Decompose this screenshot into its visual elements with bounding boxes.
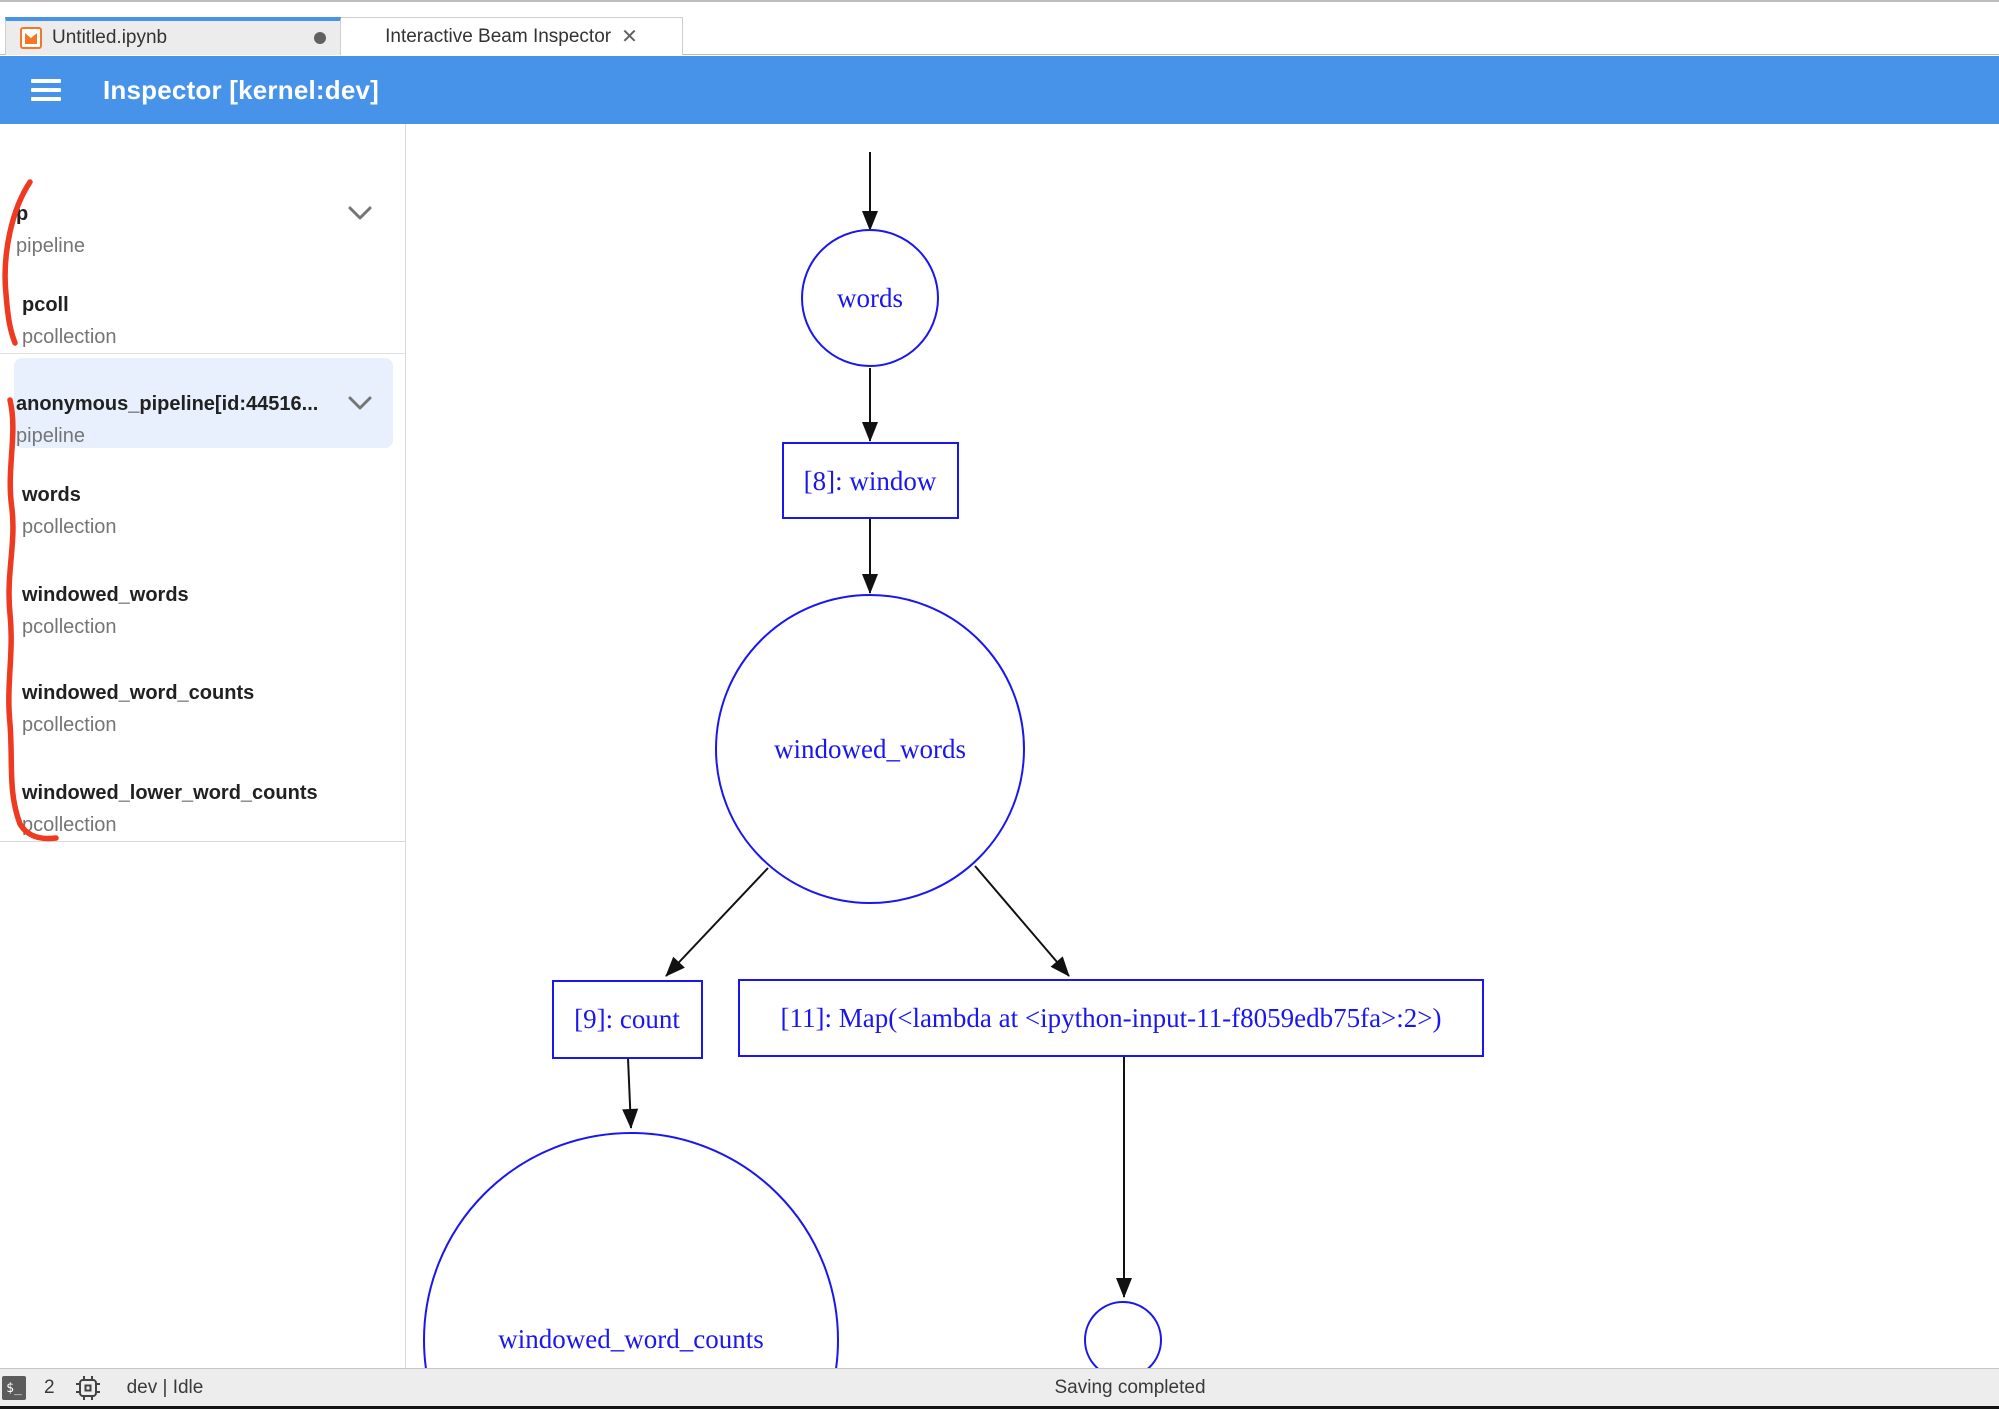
sidebar-border [405, 124, 406, 1368]
item-type: pipeline [16, 235, 85, 257]
graph-label: [11]: Map(<lambda at <ipython-input-11-f… [781, 1003, 1442, 1033]
pipeline-graph-canvas: words [8]: window windowed_words [9]: co… [407, 124, 1999, 1409]
tab-beam-inspector[interactable]: Interactive Beam Inspector ✕ [341, 17, 683, 55]
item-name: windowed_word_counts [22, 682, 255, 704]
status-bar: $_ 2 dev | Idle Saving completed [0, 1368, 1999, 1406]
sidebar-item-windowed-lower-word-counts[interactable]: windowed_lower_word_counts pcollection [0, 777, 427, 841]
pipeline-sidebar: p pipeline pcoll pcollection anonymous_p… [0, 124, 406, 1368]
window-top-divider [0, 0, 1999, 2]
graph-label: windowed_words [774, 734, 966, 764]
graph-node-window [782, 442, 959, 519]
unsaved-changes-dot [314, 32, 326, 44]
kernel-status[interactable]: dev | Idle [126, 1376, 204, 1398]
item-type: pipeline [16, 425, 85, 447]
chevron-down-icon[interactable] [347, 395, 373, 411]
item-type: pcollection [22, 516, 117, 538]
sidebar-item-words[interactable]: words pcollection [0, 479, 427, 543]
graph-node-words [801, 229, 939, 367]
graph-label: [9]: count [574, 1004, 680, 1034]
item-name: windowed_lower_word_counts [22, 782, 318, 804]
edge-windowed-words-to-map [974, 865, 1070, 977]
item-type: pcollection [22, 616, 117, 638]
tab-untitled-notebook[interactable]: Untitled.ipynb [5, 17, 341, 55]
item-name: anonymous_pipeline[id:44516... [16, 393, 319, 415]
notebook-icon [20, 27, 42, 49]
save-status-message: Saving completed [1054, 1376, 1206, 1398]
selected-item-highlight [14, 358, 393, 448]
hamburger-menu-icon[interactable] [31, 79, 61, 101]
inspector-header: Inspector [kernel:dev] [0, 56, 1999, 124]
sidebar-item-windowed-word-counts[interactable]: windowed_word_counts pcollection [0, 677, 427, 741]
graph-node-count [552, 980, 703, 1059]
graph-node-unnamed-result [1084, 1301, 1162, 1379]
graph-node-windowed-word-counts [423, 1132, 839, 1409]
pipeline-list-panel: p pipeline pcoll pcollection anonymous_p… [0, 124, 405, 842]
graph-node-map [738, 979, 1484, 1057]
page-title: Inspector [kernel:dev] [103, 74, 380, 105]
kernel-icon[interactable] [75, 1375, 101, 1401]
graph-label: [8]: window [804, 466, 937, 496]
item-name: words [22, 484, 81, 506]
edge-windowed-words-to-count [665, 867, 769, 977]
tab-bar: Untitled.ipynb Interactive Beam Inspecto… [0, 2, 1999, 55]
list-divider [0, 353, 405, 354]
chevron-down-icon[interactable] [347, 205, 373, 221]
sidebar-item-windowed-words[interactable]: windowed_words pcollection [0, 579, 427, 643]
graph-label: words [837, 283, 903, 313]
tab-label: Untitled.ipynb [52, 27, 168, 48]
sidebar-item-pcoll[interactable]: pcoll pcollection [0, 289, 427, 353]
item-type: pcollection [22, 814, 117, 836]
graph-label: windowed_word_counts [498, 1324, 763, 1354]
terminal-count[interactable]: 2 [44, 1376, 55, 1398]
edge-count-to-windowed-word-counts [622, 1057, 639, 1129]
item-type: pcollection [22, 714, 117, 736]
tab-label: Interactive Beam Inspector [385, 25, 612, 47]
item-name: pcoll [22, 294, 69, 316]
graph-edges [622, 152, 1132, 1298]
graph-node-windowed-words [715, 594, 1025, 904]
pipeline-dag: words [8]: window windowed_words [9]: co… [423, 152, 1484, 1409]
window-bottom-edge [0, 1406, 1999, 1409]
item-name: windowed_words [22, 584, 189, 606]
close-icon[interactable]: ✕ [621, 26, 638, 48]
item-type: pcollection [22, 326, 117, 348]
terminal-icon[interactable]: $_ [2, 1375, 26, 1400]
